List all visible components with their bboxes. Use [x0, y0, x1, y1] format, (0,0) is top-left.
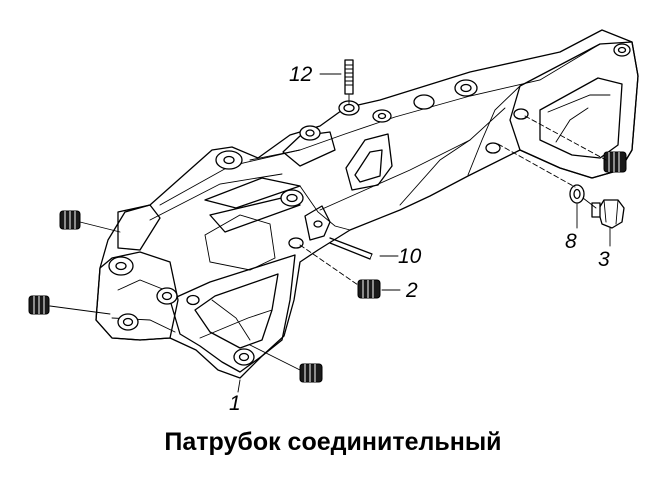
plug-bottom [299, 363, 323, 383]
manifold-body [95, 29, 639, 379]
washer-8 [569, 184, 585, 204]
pin-10 [329, 237, 373, 260]
plug-3 [591, 199, 625, 229]
callout-2: 2 [405, 279, 418, 302]
callout-labels: 12 10 2 8 3 1 [229, 63, 610, 415]
plug-upper-left [59, 210, 81, 230]
callout-3: 3 [598, 248, 610, 271]
plug-lower-left [28, 295, 50, 315]
callout-12: 12 [289, 63, 313, 86]
leader-lines [49, 73, 611, 393]
diagram-caption: Патрубок соединительный [164, 428, 502, 456]
callout-10: 10 [398, 245, 422, 268]
callout-1: 1 [229, 392, 241, 415]
stud-bolt-12 [338, 59, 360, 116]
callout-8: 8 [565, 230, 577, 253]
plug-2 [357, 279, 381, 299]
plug-right [603, 151, 627, 173]
